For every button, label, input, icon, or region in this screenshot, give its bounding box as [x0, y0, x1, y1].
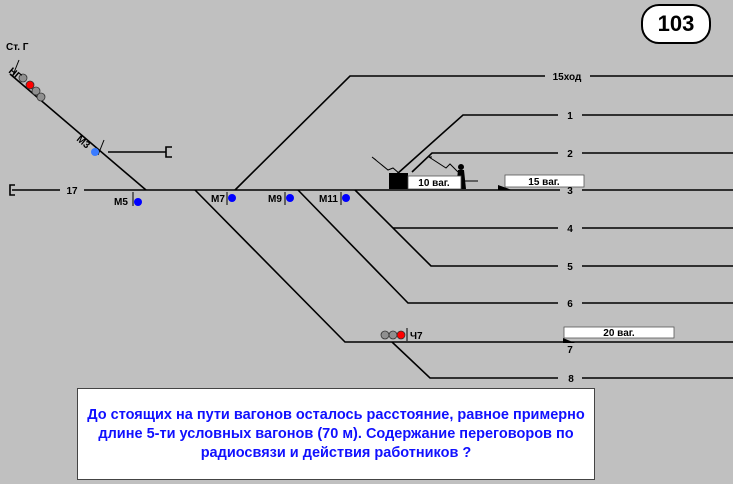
svg-text:10 ваг.: 10 ваг. — [418, 178, 450, 189]
svg-text:3: 3 — [567, 186, 573, 197]
track-15 — [234, 75, 545, 191]
wagons-15 — [504, 174, 585, 188]
track-8 — [391, 341, 558, 379]
svg-text:5: 5 — [567, 262, 573, 273]
svg-text:8: 8 — [568, 374, 574, 385]
signal-m5-lamp — [134, 198, 142, 206]
svg-text:М11: М11 — [319, 194, 338, 205]
svg-text:20 ваг.: 20 ваг. — [603, 328, 635, 339]
svg-text:М7: М7 — [211, 194, 225, 205]
svg-text:М5: М5 — [114, 197, 128, 208]
track-6 — [297, 189, 558, 304]
wagons-20 — [563, 326, 675, 339]
question-text: До стоящих на пути вагонов осталось расс… — [77, 388, 595, 480]
track-5 — [354, 189, 558, 267]
svg-text:1: 1 — [567, 111, 573, 122]
signal-lamp-red — [396, 330, 406, 340]
svg-text:2: 2 — [567, 149, 573, 160]
svg-text:6: 6 — [567, 299, 573, 310]
wagons-10 — [407, 175, 462, 190]
track-2 — [411, 152, 558, 173]
svg-text:М9: М9 — [268, 194, 282, 205]
worker-icon — [458, 164, 464, 170]
track-7 — [194, 189, 733, 343]
svg-text:15 ваг.: 15 ваг. — [528, 177, 560, 188]
station-label: Ст. Г — [6, 42, 29, 53]
svg-text:17: 17 — [66, 186, 78, 197]
signal-m11-lamp — [342, 194, 350, 202]
signal-m9-lamp — [286, 194, 294, 202]
signal-lamp-gray — [18, 73, 28, 83]
track-1 — [396, 114, 558, 175]
track-diagonal-g — [9, 73, 147, 191]
svg-text:7: 7 — [567, 345, 573, 356]
locomotive-icon — [389, 173, 408, 189]
signal-m7-lamp — [228, 194, 236, 202]
radio-wave-icon — [427, 156, 459, 173]
svg-text:Ч7: Ч7 — [410, 331, 423, 342]
ticket-number: 103 — [641, 4, 711, 44]
svg-text:М3: М3 — [74, 134, 92, 152]
signal-m3-lamp — [91, 148, 99, 156]
signal-lamp-red — [25, 80, 35, 90]
svg-text:4: 4 — [567, 224, 573, 235]
buffer-stop-17 — [9, 184, 15, 196]
radio-wave-icon — [371, 156, 401, 175]
buffer-stop-m3 — [165, 146, 172, 158]
svg-text:15ход: 15ход — [553, 72, 582, 83]
